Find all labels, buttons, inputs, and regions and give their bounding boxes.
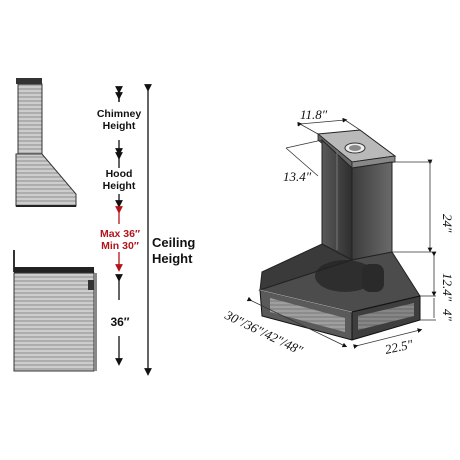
ceiling-cap xyxy=(16,78,42,84)
measurement-arrows xyxy=(115,84,152,376)
hood-side xyxy=(15,153,77,207)
hood-height-dimension: 12.4″ xyxy=(440,273,455,302)
max-clearance-label: Max 36″ xyxy=(100,228,140,240)
hood-height-label: Hood xyxy=(106,168,133,180)
top-width-dimension: 11.8″ xyxy=(300,107,328,122)
hood-lower-dimension: 4″ xyxy=(440,309,455,322)
counter-height-label: 36″ xyxy=(110,315,129,329)
hood-height-label-2: Height xyxy=(103,180,136,192)
chimney-height-label: Chimney xyxy=(97,108,142,120)
ceiling-height-label: Ceiling xyxy=(152,235,195,250)
cooktop xyxy=(14,267,94,273)
min-clearance-label: Min 30″ xyxy=(101,240,139,252)
range-side-profile xyxy=(13,250,97,372)
ceiling-height-label-2: Height xyxy=(152,251,193,266)
range-knob xyxy=(88,280,96,290)
chimney-height-label-2: Height xyxy=(103,120,136,132)
chimney-height-dimension: 24″ xyxy=(440,214,455,233)
top-depth-dimension: 13.4″ xyxy=(283,169,312,184)
dimension-lines xyxy=(246,117,437,349)
hood-side-profile xyxy=(15,78,77,207)
depth-dimension: 22.5″ xyxy=(384,336,415,357)
range-body xyxy=(13,272,95,372)
hood-3d-render xyxy=(258,129,421,341)
chimney-side xyxy=(17,83,43,155)
